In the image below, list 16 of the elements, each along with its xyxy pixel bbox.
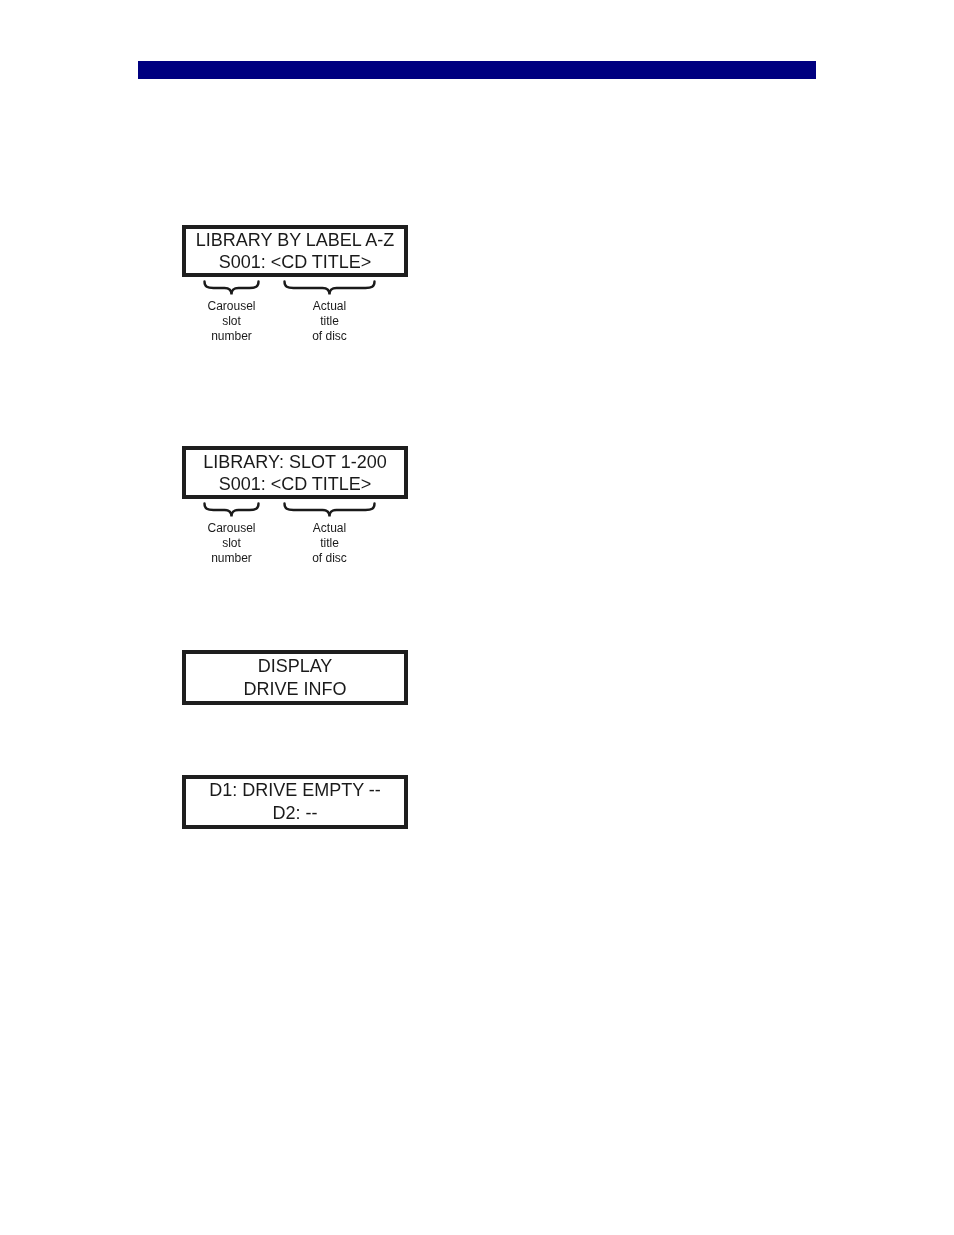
display-text: S001: <CD TITLE> [218,251,372,273]
display-text: D1: DRIVE EMPTY -- [209,779,381,802]
lcd-display [182,446,408,499]
display-text: LIBRARY BY LABEL A-Z [195,229,395,251]
lcd-display [182,650,408,705]
display-text: D2: -- [272,802,318,825]
annotation-text: Actual title of disc [312,521,347,566]
annotation-text: Carousel slot number [207,299,256,344]
display-text: LIBRARY: SLOT 1-200 [203,450,387,473]
display-text: DRIVE INFO [243,677,347,701]
lcd-display [182,225,408,277]
annotation-text: Carousel slot number [207,521,256,566]
display-text: DISPLAY [257,654,333,678]
annotation-text: Actual title of disc [312,299,347,344]
lcd-display [182,775,408,829]
display-text: S001: <CD TITLE> [218,472,372,495]
